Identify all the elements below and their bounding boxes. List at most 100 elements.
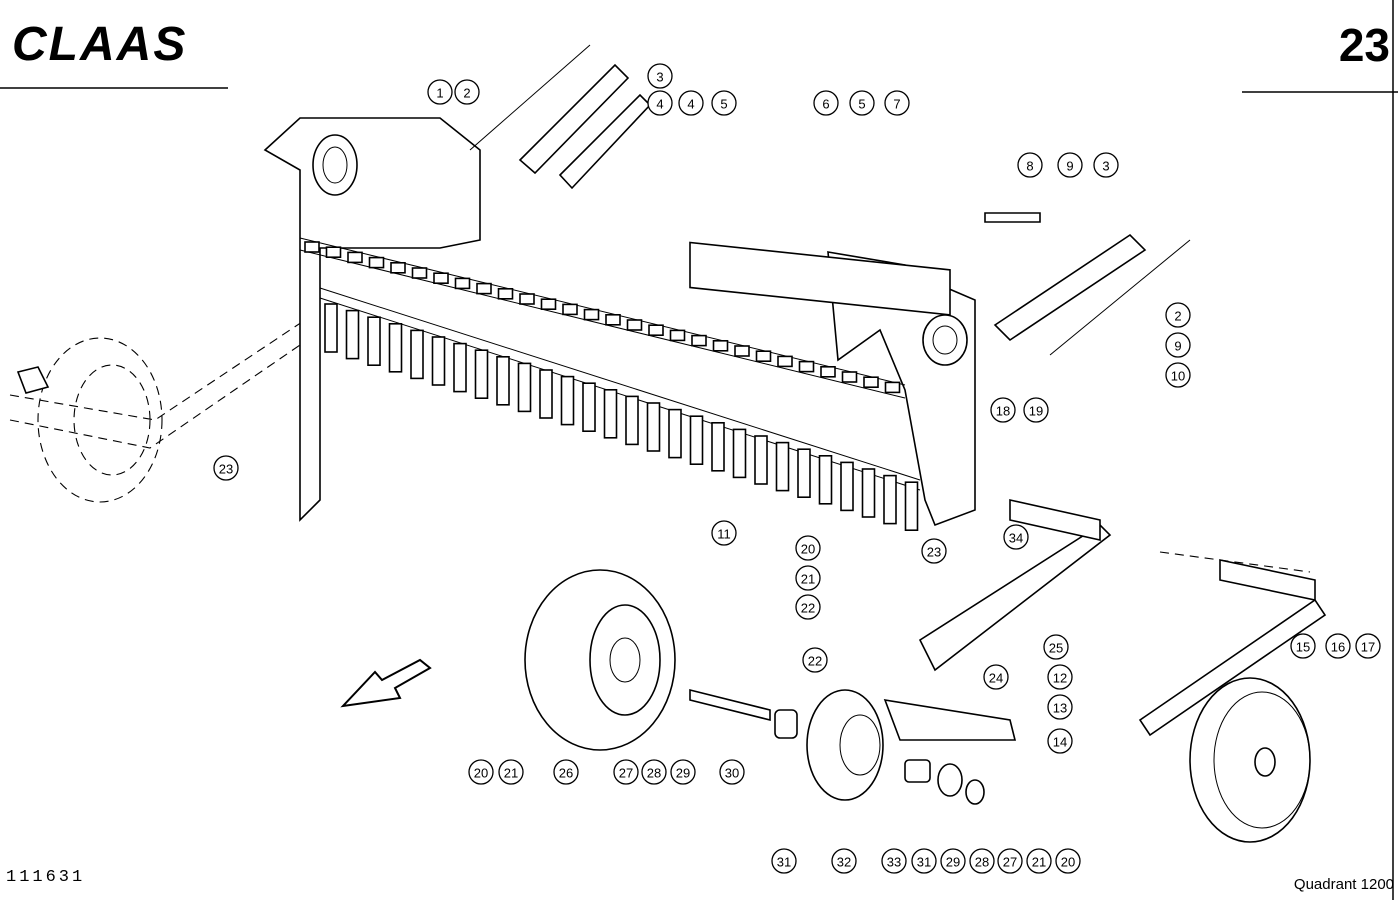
callout-number: 2 — [1174, 309, 1181, 324]
callout-11: 11 — [711, 520, 737, 546]
callout-number: 7 — [893, 97, 900, 112]
tine — [818, 454, 833, 505]
callout-number: 27 — [619, 766, 633, 781]
callout-number: 29 — [676, 766, 690, 781]
callout-number: 4 — [656, 97, 663, 112]
callout-5: 5 — [849, 90, 875, 116]
callout-28: 28 — [969, 848, 995, 874]
tine — [863, 376, 879, 389]
callout-8: 8 — [1017, 152, 1043, 178]
tine — [476, 282, 492, 295]
callout-23: 23 — [213, 455, 239, 481]
callout-number: 22 — [808, 654, 822, 669]
callout-number: 4 — [687, 97, 694, 112]
tine — [603, 388, 618, 439]
callout-32: 32 — [831, 848, 857, 874]
callout-5: 5 — [711, 90, 737, 116]
tine — [777, 355, 793, 368]
tine-teeth — [304, 241, 919, 532]
callout-31: 31 — [911, 848, 937, 874]
callout-number: 28 — [975, 855, 989, 870]
lower-frame — [918, 499, 1327, 737]
svg-text:CLAAS: CLAAS — [12, 18, 187, 68]
callout-21: 21 — [795, 565, 821, 591]
callout-number: 28 — [647, 766, 661, 781]
tine — [884, 381, 901, 394]
tine — [734, 345, 750, 357]
callout-number: 9 — [1066, 159, 1073, 174]
tine — [712, 339, 729, 352]
tine — [883, 474, 897, 525]
claas-logo: CLAAS — [12, 18, 187, 68]
tine — [562, 303, 578, 316]
tine — [367, 316, 381, 367]
pickup-housing — [263, 117, 976, 527]
tine — [560, 375, 575, 426]
tine — [539, 369, 553, 419]
tine — [497, 287, 514, 300]
tine — [453, 342, 467, 393]
callout-34: 34 — [1003, 524, 1029, 550]
callout-20: 20 — [1055, 848, 1081, 874]
callout-number: 20 — [1061, 855, 1075, 870]
callout-number: 30 — [725, 766, 739, 781]
callout-number: 2 — [463, 86, 470, 101]
callout-18: 18 — [990, 397, 1016, 423]
tine — [797, 448, 811, 499]
callout-2: 2 — [1165, 302, 1191, 328]
tine — [840, 461, 854, 512]
callout-number: 23 — [219, 462, 233, 477]
callout-number: 17 — [1361, 640, 1375, 655]
tine — [454, 277, 471, 290]
callout-number: 5 — [858, 97, 865, 112]
callout-3: 3 — [647, 63, 673, 89]
callout-9: 9 — [1057, 152, 1083, 178]
callout-25: 25 — [1043, 634, 1069, 660]
callout-26: 26 — [553, 759, 579, 785]
tine — [324, 303, 338, 353]
tine — [841, 371, 858, 383]
tine — [626, 319, 643, 331]
tine — [646, 402, 661, 452]
tine — [517, 362, 532, 413]
callout-number: 8 — [1026, 159, 1033, 174]
callout-number: 1 — [436, 86, 443, 101]
callout-10: 10 — [1165, 362, 1191, 388]
tine — [431, 336, 446, 386]
callout-22: 22 — [802, 647, 828, 673]
callout-number: 16 — [1331, 640, 1345, 655]
callout-number: 14 — [1053, 735, 1067, 750]
tine — [625, 395, 639, 446]
callout-30: 30 — [719, 759, 745, 785]
callout-number: 21 — [1032, 855, 1046, 870]
callout-2: 2 — [454, 79, 480, 105]
callout-number: 29 — [946, 855, 960, 870]
tine — [904, 481, 919, 532]
callout-number: 20 — [801, 542, 815, 557]
page-number: 23 — [1338, 19, 1390, 71]
tine — [347, 251, 363, 264]
spring-and-damper-upper — [469, 44, 1191, 356]
callout-number: 22 — [801, 601, 815, 616]
callout-1: 1 — [427, 79, 453, 105]
callout-12: 12 — [1047, 664, 1073, 690]
callout-29: 29 — [940, 848, 966, 874]
tine — [798, 360, 815, 373]
tine — [648, 324, 664, 337]
callout-7: 7 — [884, 90, 910, 116]
tine — [474, 349, 489, 400]
callout-27: 27 — [613, 759, 639, 785]
tine — [540, 298, 557, 311]
callout-number: 18 — [996, 404, 1010, 419]
model-name: Quadrant 1200 — [1293, 876, 1394, 893]
callout-number: 13 — [1053, 701, 1067, 716]
callout-number: 3 — [1102, 159, 1109, 174]
tine — [669, 329, 686, 342]
callout-number: 23 — [927, 545, 941, 560]
callout-number: 21 — [504, 766, 518, 781]
callout-4: 4 — [678, 90, 704, 116]
callout-16: 16 — [1325, 633, 1351, 659]
tine — [304, 241, 320, 253]
callout-15: 15 — [1290, 633, 1316, 659]
